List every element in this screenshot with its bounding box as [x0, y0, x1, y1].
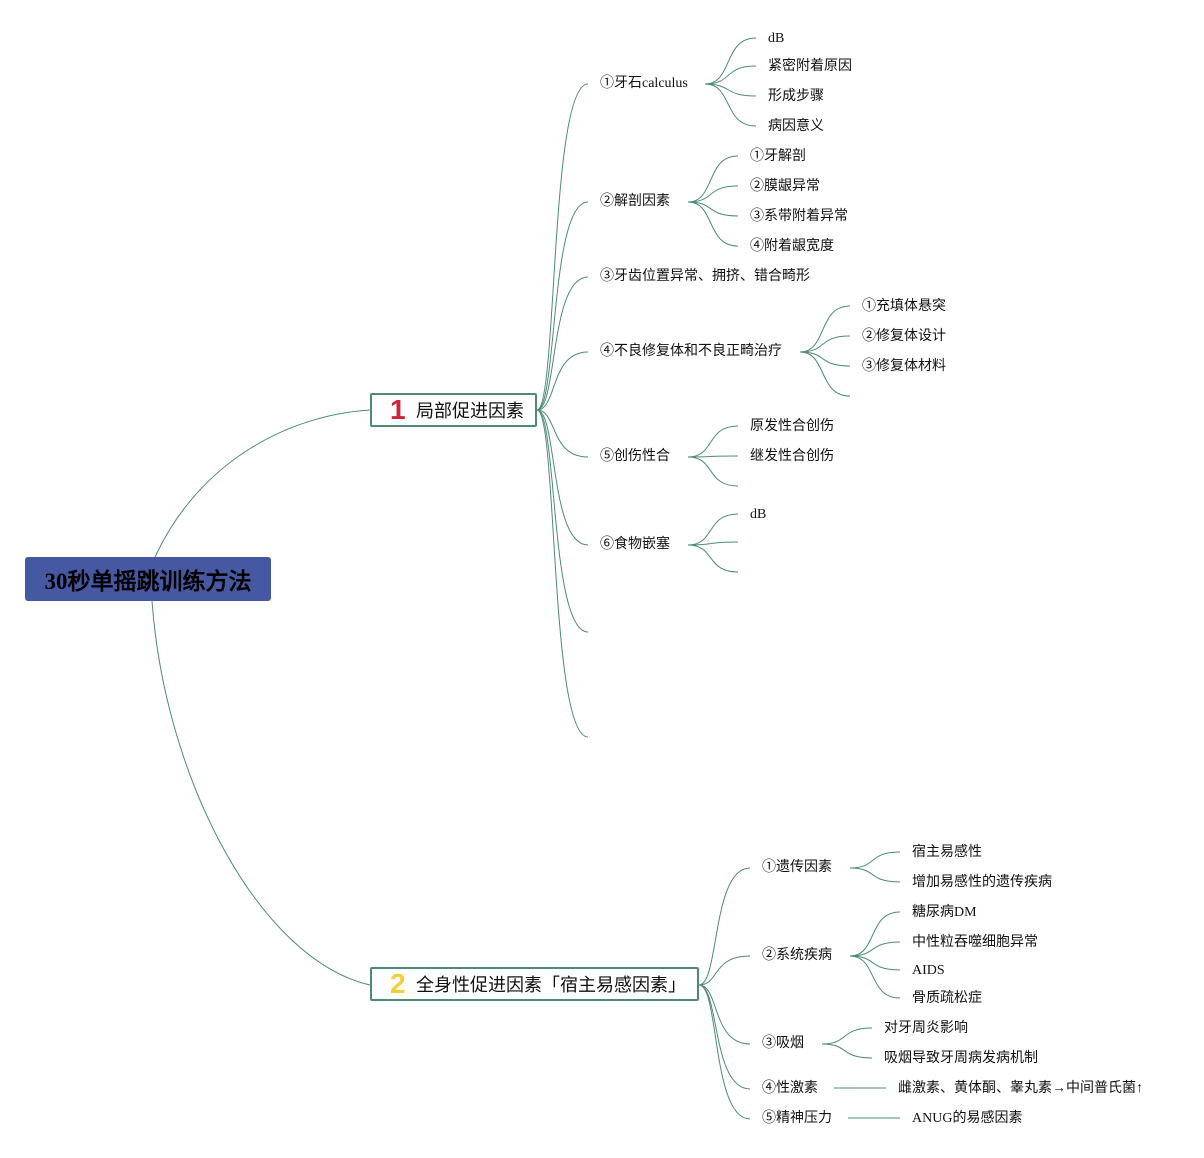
connector-line — [536, 409, 589, 458]
connector-line — [536, 276, 589, 411]
connector-line — [799, 305, 851, 353]
connector-line — [687, 513, 739, 546]
connector-line — [536, 409, 589, 546]
subtopic[interactable]: ①充填体悬突 — [862, 299, 946, 314]
subtopic[interactable]: 形成步骤 — [768, 89, 824, 104]
branch-systemic-factors[interactable]: 2 全身性促进因素「宿主易感因素」 — [370, 967, 699, 1001]
subtopic[interactable]: 糖尿病DM — [912, 905, 977, 920]
subtopic[interactable]: ANUG的易感因素 — [912, 1111, 1023, 1126]
connector-line — [687, 201, 739, 247]
subtopic[interactable]: ②膜龈异常 — [750, 179, 820, 194]
subtopic[interactable]: 雌激素、黄体酮、睾丸素→中间普氏菌↑ — [898, 1081, 1143, 1096]
connector-line — [698, 984, 751, 1090]
connector-line — [704, 37, 757, 85]
topic-smoking[interactable]: ③吸烟 — [762, 1036, 804, 1051]
subtopic[interactable]: dB — [768, 31, 785, 46]
connector-line — [799, 335, 851, 353]
root-topic-label: 30秒单摇跳训练方法 — [44, 569, 252, 594]
subtopic[interactable]: ③修复体材料 — [862, 359, 946, 374]
connector-line — [849, 955, 901, 971]
connector-line — [687, 425, 739, 458]
connector-line — [698, 867, 751, 986]
connector-line — [687, 201, 739, 217]
subtopic[interactable]: ③系带附着异常 — [750, 209, 848, 224]
subtopic[interactable]: 紧密附着原因 — [768, 59, 852, 74]
branch-number-badge: 2 — [390, 968, 406, 999]
connector-line — [698, 955, 751, 986]
connector-line — [821, 1043, 873, 1059]
topic-food-impaction[interactable]: ⑥食物嵌塞 — [600, 537, 670, 552]
topic-restoration[interactable]: ④不良修复体和不良正畸治疗 — [600, 344, 782, 359]
branch-label: 局部促进因素 — [416, 401, 524, 422]
branch-label: 全身性促进因素「宿主易感因素」 — [416, 975, 686, 996]
branch-local-factors[interactable]: 1 局部促进因素 — [370, 393, 537, 427]
connector-line — [687, 544, 739, 573]
connector-line — [536, 409, 589, 738]
subtopic[interactable]: 继发性合创伤 — [750, 449, 834, 464]
subtopic[interactable]: 对牙周炎影响 — [884, 1021, 968, 1036]
connector-line — [698, 984, 751, 1045]
connector-line — [704, 65, 757, 85]
subtopic[interactable]: 病因意义 — [768, 119, 824, 134]
connector-line — [849, 955, 901, 999]
subtopic[interactable]: 吸烟导致牙周病发病机制 — [884, 1051, 1038, 1066]
connector-line — [821, 1027, 873, 1045]
connector-line — [536, 351, 589, 411]
connector-line — [799, 351, 851, 367]
topic-genetics[interactable]: ①遗传因素 — [762, 860, 832, 875]
connector-line — [687, 155, 739, 203]
connector-line — [698, 984, 751, 1120]
topic-trauma[interactable]: ⑤创伤性合 — [600, 449, 670, 464]
connector-line — [536, 83, 589, 411]
subtopic[interactable]: dB — [750, 507, 767, 522]
connector-line — [849, 941, 901, 957]
subtopic[interactable]: 增加易感性的遗传疾病 — [912, 875, 1052, 890]
connector-line — [151, 600, 371, 986]
subtopic[interactable]: 宿主易感性 — [912, 845, 982, 860]
subtopic[interactable]: 骨质疏松症 — [912, 991, 982, 1006]
connector-line — [849, 911, 901, 957]
connector-line — [704, 83, 757, 127]
subtopic[interactable]: ①牙解剖 — [750, 149, 806, 164]
subtopic[interactable]: AIDS — [912, 963, 945, 978]
connector-line — [849, 867, 901, 883]
connector-line — [704, 83, 757, 97]
branch-number-badge: 1 — [390, 394, 406, 425]
connector-line — [687, 185, 739, 203]
topic-anatomy[interactable]: ②解剖因素 — [600, 194, 670, 209]
topic-stress[interactable]: ⑤精神压力 — [762, 1111, 832, 1126]
topic-systemic-disease[interactable]: ②系统疾病 — [762, 948, 832, 963]
connector-line — [687, 455, 739, 458]
connector-line — [849, 851, 901, 869]
root-topic[interactable]: 30秒单摇跳训练方法 — [25, 557, 271, 601]
topic-tooth-position[interactable]: ③牙齿位置异常、拥挤、错合畸形 — [600, 269, 810, 284]
topic-sex-hormones[interactable]: ④性激素 — [762, 1081, 818, 1096]
topic-calculus[interactable]: ①牙石calculus — [600, 76, 688, 91]
connector-line — [687, 541, 739, 546]
connector-line — [799, 351, 851, 397]
connector-line — [536, 201, 589, 411]
subtopic[interactable]: 原发性合创伤 — [750, 419, 834, 434]
connector-line — [536, 409, 589, 633]
subtopic[interactable]: ②修复体设计 — [862, 329, 946, 344]
connector-line — [154, 409, 371, 558]
subtopic[interactable]: 中性粒吞噬细胞异常 — [912, 935, 1038, 950]
subtopic[interactable]: ④附着龈宽度 — [750, 239, 834, 254]
connector-line — [687, 456, 739, 487]
